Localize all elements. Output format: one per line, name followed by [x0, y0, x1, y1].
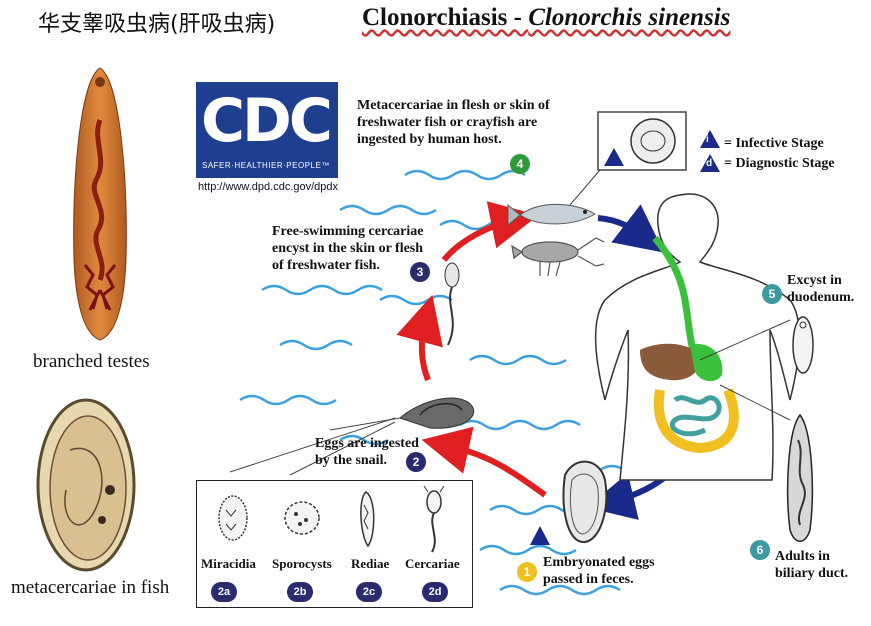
title-english-prefix: Clonorchiasis -	[362, 4, 529, 31]
stage4-inset	[569, 111, 687, 206]
adult-fluke-icon	[786, 413, 814, 542]
title-chinese: 华支睾吸虫病(肝吸虫病)	[38, 12, 276, 37]
diagnostic-symbol-egg	[530, 526, 550, 545]
stage2-badge: 2	[406, 452, 426, 472]
fish-icon	[507, 203, 596, 227]
cdc-tagline: SAFER·HEALTHIER·PEOPLE™	[202, 161, 330, 170]
stage5-text: Excyst in duodenum.	[787, 273, 855, 305]
redia-icon	[360, 491, 375, 548]
cercaria-sub-icon	[423, 485, 445, 553]
egg-icon	[562, 460, 608, 544]
substage-badge-2c: 2c	[356, 582, 382, 602]
title-english-species: Clonorchis sinensis	[528, 4, 731, 31]
legend-infective-label: = Infective Stage	[724, 136, 824, 151]
cdc-logo-text: CDC	[201, 86, 333, 156]
stage4-text: Metacercariae in flesh or skin of freshw…	[357, 98, 550, 147]
arrow-stage2-to-stage3	[396, 294, 443, 382]
substage-label-sporocysts: Sporocysts	[272, 556, 332, 571]
stage4-badge: 4	[510, 154, 530, 174]
substage-badge-2a: 2a	[211, 582, 237, 602]
arrow-stage3-to-stage4	[441, 201, 539, 262]
substage-label-rediae: Rediae	[351, 556, 390, 571]
miracidium-icon	[218, 495, 248, 541]
stage6-badge: 6	[750, 540, 770, 560]
stage3-badge: 3	[410, 262, 430, 282]
stage5-badge: 5	[762, 284, 782, 304]
arrow-stage1-to-stage2	[421, 426, 547, 498]
legend-diagnostic-symbol: d	[706, 158, 713, 169]
adult-fluke-large	[73, 67, 127, 341]
infective-symbol-inset	[604, 148, 624, 166]
legend-diagnostic-label: = Diagnostic Stage	[724, 156, 835, 171]
stage2-text: Eggs are ingested by the snail.	[315, 436, 419, 468]
human-body-icon	[594, 193, 801, 481]
substage-badge-2d: 2d	[422, 582, 448, 602]
caption-metacercariae: metacercariae in fish	[11, 577, 170, 598]
cdc-logo	[196, 82, 338, 178]
substage-drawings	[218, 485, 445, 553]
title-english: Clonorchiasis - Clonorchis sinensis	[362, 4, 730, 32]
stage1-text: Embryonated eggs passed in feces.	[543, 555, 655, 587]
substage-badge-2b: 2b	[287, 582, 313, 602]
caption-branched-testes: branched testes	[33, 351, 150, 372]
crayfish-icon	[511, 237, 605, 277]
cercaria-icon	[444, 262, 460, 346]
arrow-fish-to-human	[597, 204, 665, 253]
stage6-text: Adults in biliary duct.	[775, 549, 849, 581]
cdc-url[interactable]: http://www.dpd.cdc.gov/dpdx	[198, 181, 339, 193]
snail-icon	[329, 397, 475, 431]
excysted-fluke-icon	[792, 316, 814, 374]
legend-infective-symbol: i	[706, 134, 709, 145]
metacercaria-icon	[36, 398, 136, 572]
stage1-badge: 1	[517, 562, 537, 582]
substage-label-cercariae: Cercariae	[405, 556, 460, 571]
substage-label-miracidia: Miracidia	[201, 556, 256, 571]
legend-symbols	[700, 130, 720, 172]
sporocyst-icon	[284, 501, 320, 535]
stage3-text: Free-swimming cercariae encyst in the sk…	[272, 224, 424, 273]
